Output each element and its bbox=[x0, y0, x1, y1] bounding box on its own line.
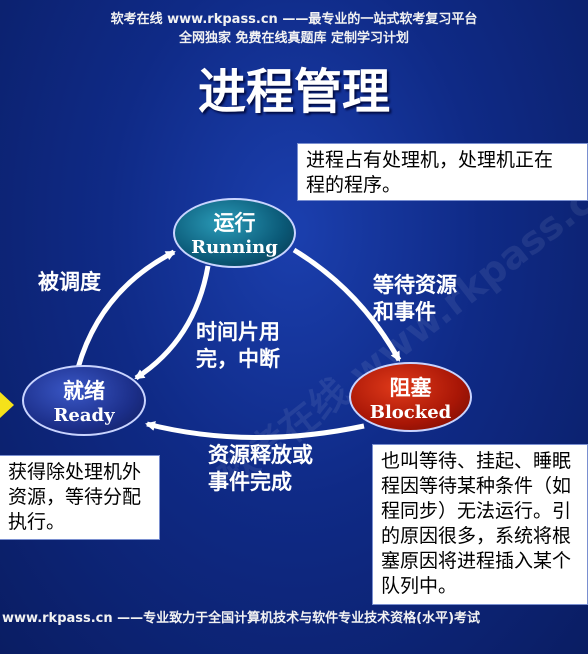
state-ready: 就绪 Ready bbox=[22, 365, 146, 436]
header-line-2: 全网独家 免费在线真题库 定制学习计划 bbox=[178, 31, 410, 46]
label-dispatch: 被调度 bbox=[38, 269, 101, 294]
arrow-wait bbox=[292, 247, 402, 362]
note-blocked: 也叫等待、挂起、睡眠 程因等待某种条件（如 程同步）无法运行。引 的原因很多，系… bbox=[372, 444, 588, 605]
arrow-dispatch bbox=[75, 249, 176, 369]
label-wait: 等待资源 和事件 bbox=[373, 272, 457, 324]
footer-text: www.rkpass.cn ——专业致力于全国计算机技术与软件专业技术资格(水平… bbox=[2, 611, 481, 626]
pointer-arrow-icon bbox=[0, 392, 14, 418]
arrow-release bbox=[145, 421, 365, 441]
label-timeout: 时间片用 完，中断 bbox=[196, 319, 280, 371]
arrow-timeout bbox=[134, 265, 211, 381]
header-line-1: 软考在线 www.rkpass.cn ——最专业的一站式软考复习平台 bbox=[110, 12, 478, 27]
page-title: 进程管理 bbox=[197, 64, 390, 120]
note-ready: 获得除处理机外 资源，等待分配 执行。 bbox=[0, 455, 160, 540]
state-blocked: 阻塞 Blocked bbox=[349, 362, 472, 432]
state-running: 运行 Running bbox=[173, 198, 296, 268]
label-release: 资源释放或 事件完成 bbox=[208, 442, 313, 494]
note-running: 进程占有处理机，处理机正在 程的程序。 bbox=[297, 143, 588, 201]
